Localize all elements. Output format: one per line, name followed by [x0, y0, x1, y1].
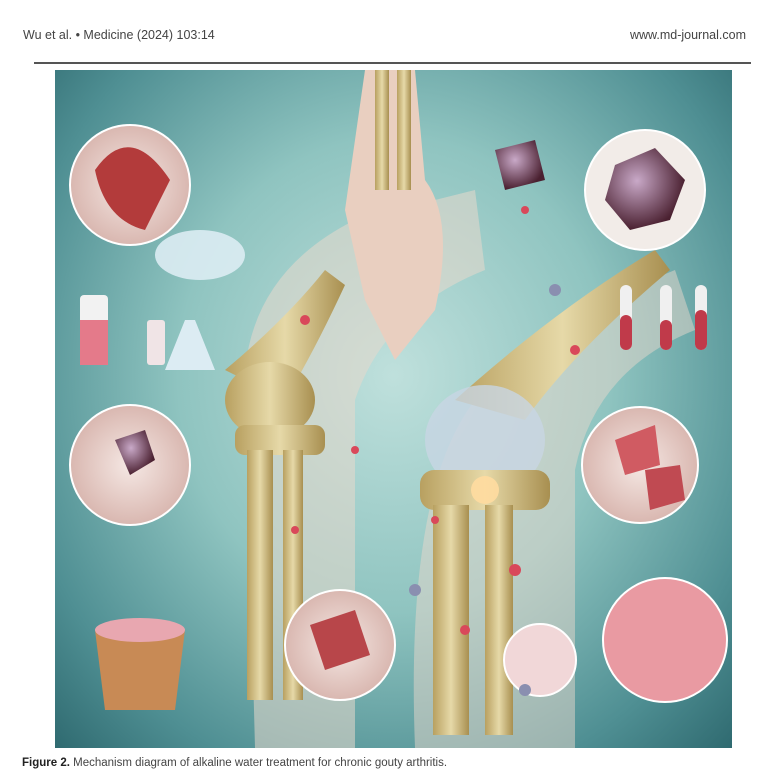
illustration-graphic — [69, 70, 728, 748]
header-rule — [34, 62, 751, 64]
figure-illustration — [55, 70, 732, 748]
journal-url: www.md-journal.com — [629, 28, 746, 42]
running-header-citation: Wu et al. • Medicine (2024) 103:14 — [23, 28, 215, 42]
figure-label: Figure 2. — [22, 757, 70, 769]
figure-caption: Figure 2. Mechanism diagram of alkaline … — [22, 757, 447, 769]
caption-text: Mechanism diagram of alkaline water trea… — [69, 757, 448, 769]
